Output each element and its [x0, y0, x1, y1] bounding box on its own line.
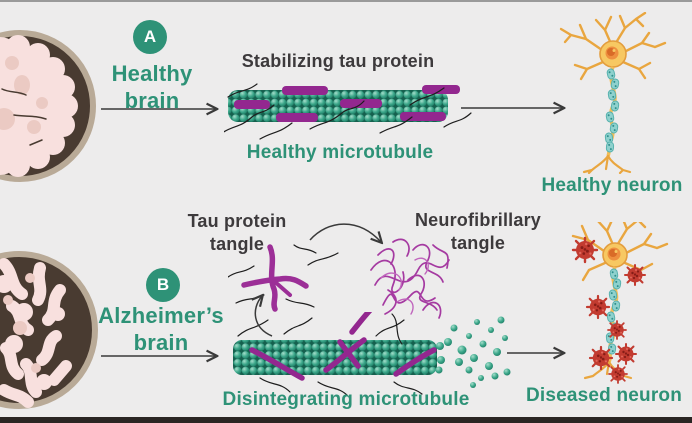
amyloid-plaque-icon — [607, 320, 627, 340]
healthy-neuron-label: Healthy neuron — [541, 175, 682, 197]
alzheimers-brain-label: Alzheimer’s brain — [98, 302, 224, 356]
tau-protein-tangle-label-line2: tangle — [209, 234, 265, 254]
amyloid-plaque-icon — [624, 264, 646, 286]
healthy-brain-label: Healthy brain — [112, 60, 193, 114]
disintegrating-microtubule-label: Disintegrating microtubule — [223, 389, 470, 411]
badge-a-letter: A — [143, 27, 157, 46]
amyloid-plaque-icon — [585, 294, 611, 320]
microtubule-healthy-illustration — [224, 83, 472, 140]
alzheimers-brain-label-line2: brain — [133, 330, 189, 355]
diseased-neuron-label: Diseased neuron — [526, 385, 682, 407]
diseased-neuron-illustration — [571, 222, 669, 384]
badge-b-letter: B — [156, 275, 170, 294]
detaching-tau-strands — [249, 312, 437, 381]
amyloid-plaque-icon — [571, 236, 599, 264]
tau-protein-tangle-illustration — [228, 244, 339, 312]
bottom-border-bar — [0, 417, 692, 423]
amyloid-plaque-icon — [608, 364, 628, 384]
top-border-line — [0, 0, 692, 2]
amyloid-plaque-icon — [588, 345, 614, 371]
microtubule-disintegrating-illustration — [233, 312, 511, 397]
myelin-segments — [604, 67, 620, 153]
axon-terminals — [582, 154, 632, 174]
neurofibrillary-tangle-label-line1: Neurofibrillary — [414, 210, 542, 230]
amyloid-plaque-icon — [615, 343, 637, 365]
neurofibrillary-tangle-illustration — [370, 238, 450, 319]
alzheimers-brain-label-line1: Alzheimer’s — [98, 303, 224, 328]
badge-b: B — [146, 268, 180, 302]
healthy-neuron-text: Healthy neuron — [541, 175, 683, 196]
healthy-neuron-illustration — [559, 12, 667, 174]
tau-protein-tangle-label-line1: Tau protein — [187, 211, 287, 231]
alzheimers-brain-illustration — [0, 251, 98, 409]
healthy-brain-label-line2: brain — [124, 88, 180, 113]
stabilizing-tau-protein-label: Stabilizing tau protein — [242, 50, 435, 73]
disintegrating-microtubule-text: Disintegrating microtubule — [222, 389, 470, 410]
dendrites — [559, 12, 667, 81]
stabilizing-tau-protein-text: Stabilizing tau protein — [241, 51, 435, 71]
neurofibrillary-tangle-label-line2: tangle — [450, 233, 506, 253]
healthy-microtubule-text: Healthy microtubule — [246, 142, 434, 163]
healthy-microtubule-label: Healthy microtubule — [247, 142, 433, 164]
tau-filament-squiggles-b — [237, 313, 423, 397]
diseased-neuron-text: Diseased neuron — [525, 385, 683, 406]
stabilizing-tau-bands — [234, 85, 460, 122]
dendrites — [571, 222, 669, 282]
neurofibrillary-tangle-label: Neurofibrillary tangle — [415, 209, 541, 255]
badge-a: A — [133, 20, 167, 54]
healthy-brain-illustration — [0, 30, 96, 182]
tau-filament-squiggles — [224, 83, 472, 140]
scattered-tubulin-spheres — [435, 316, 511, 388]
tau-protein-tangle-label: Tau protein tangle — [188, 210, 287, 256]
healthy-brain-label-line1: Healthy — [111, 61, 193, 86]
